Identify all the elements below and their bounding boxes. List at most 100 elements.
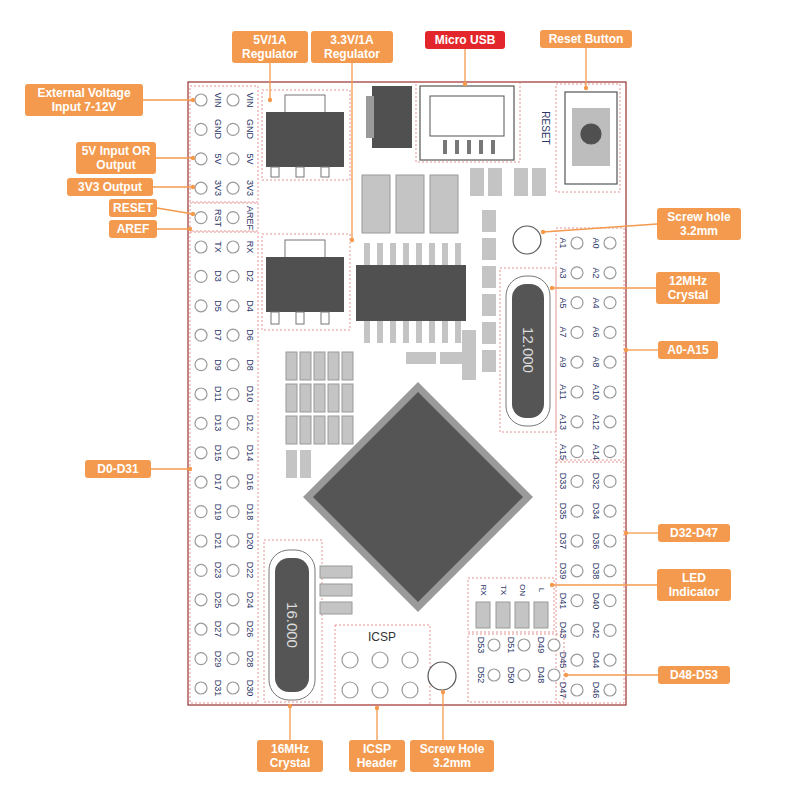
regulator-leg [296,312,304,324]
pin-label: D49 [536,637,545,654]
regulator-leg [321,167,329,177]
callout-box: RESET [109,199,157,217]
pin-label: RESET [540,111,550,144]
pin-label: A15 [558,444,567,460]
pin-label: TX [499,585,507,595]
pin-label: 3V3 [245,180,254,196]
pin-hole [604,654,616,666]
group-outline [468,578,554,632]
pin-hole [488,669,500,681]
pin-hole [227,653,239,665]
smd-part [342,416,353,444]
smd-part [482,266,496,288]
regulator-leg [296,167,304,177]
pin-hole [571,684,583,696]
callout-box: 3V3 Output [67,178,153,196]
pin-label: A1 [558,237,567,248]
pin-hole [571,595,583,607]
pin-hole [195,653,207,665]
smd-part [328,384,339,412]
group-outline [190,203,258,231]
icsp-pin [402,682,418,698]
capacitor [362,175,390,233]
callout-text: 3.3V/1A Regulator [315,33,389,61]
ic-pin [442,243,448,265]
leader-dot [288,704,292,708]
leader-line [351,63,352,240]
pin-label: D32 [591,473,600,490]
smd-part [482,210,496,232]
pin-label: D11 [213,386,222,402]
pin-label: D33 [558,473,567,490]
leader-line [151,468,190,469]
leader-dot [550,583,554,587]
pin-label: A11 [558,384,567,399]
pin-hole [571,326,583,338]
smd-part [482,350,496,372]
pin-label: D31 [213,680,222,697]
pin-label: D53 [476,637,485,654]
pin-label: D51 [506,637,515,654]
smd-part [286,450,297,478]
ic-pin [403,243,409,265]
pin-label: D8 [245,359,254,371]
regulator-tab [285,240,325,258]
group-outline [556,462,624,703]
group-outline [468,634,564,702]
pin-label: D34 [591,503,600,520]
callout-box: Reset Button [540,30,632,48]
leader-dot [375,706,379,710]
pin-label: 12.000 [521,327,536,373]
pin-hole [227,623,239,635]
pin-label: D27 [213,621,222,638]
callout-box: A0-A15 [658,341,718,359]
pin-hole [227,682,239,694]
pin-label: D26 [245,621,254,638]
pin-label: D17 [213,474,222,491]
pin-hole [604,535,616,547]
pin-hole [604,267,616,279]
led [534,602,548,628]
pin-hole [227,564,239,576]
pin-label: D20 [245,533,254,550]
pin-hole [571,505,583,517]
pin-hole [571,356,583,368]
group-outline [190,86,258,202]
pin-label: RST [213,209,222,227]
pin-label: A9 [558,357,567,368]
pin-hole [195,535,207,547]
pin-label: D6 [245,329,254,341]
callout-text: A0-A15 [662,343,714,357]
smd-part [300,416,311,444]
leader-dot [624,348,628,352]
pin-label: D15 [213,445,222,462]
usb-socket [430,96,504,136]
pin-hole [227,417,239,429]
smd-part [314,352,325,380]
pin-label: D29 [213,650,222,667]
pin-label: D44 [591,652,600,669]
pin-hole [227,535,239,547]
pin-hole [195,182,207,194]
leader-dot [268,98,272,102]
pin-hole [195,682,207,694]
pin-label: RX [245,241,254,254]
pin-label: D25 [213,592,222,609]
icsp-pin [372,682,388,698]
smd-part [300,450,311,478]
icsp-pin [342,682,358,698]
pin-hole [195,594,207,606]
pin-label: D38 [591,563,600,580]
callout-text: D48-D53 [662,668,726,682]
ic-pin [429,243,435,265]
pin-label: D41 [558,592,567,609]
pin-hole [227,300,239,312]
pin-hole [195,417,207,429]
pin-label: D9 [213,359,222,371]
pin-label: D18 [245,503,254,520]
pin-hole [604,356,616,368]
pin-label: D24 [245,592,254,609]
leader-dot [584,86,588,90]
icsp-pin [372,652,388,668]
pin-label: TX [213,241,222,253]
